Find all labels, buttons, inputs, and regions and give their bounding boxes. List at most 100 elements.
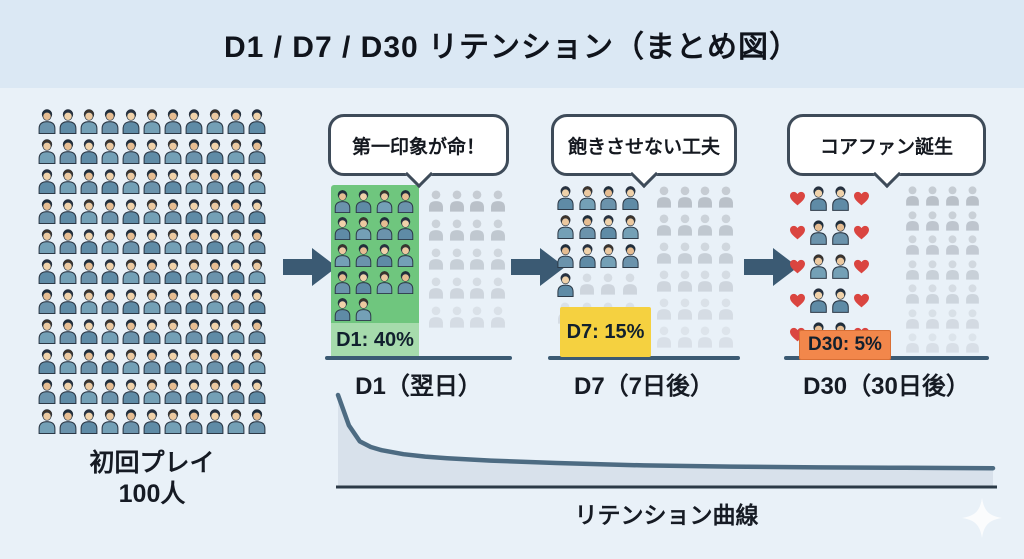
lost-grid-d7	[655, 185, 737, 353]
person-icon	[101, 409, 119, 434]
person-icon	[185, 259, 203, 284]
retained-grid-d7	[556, 185, 642, 330]
person-icon	[101, 289, 119, 314]
person-icon	[164, 379, 182, 404]
person-icon	[579, 273, 594, 295]
person-icon	[143, 229, 161, 254]
person-icon	[248, 139, 266, 164]
person-icon	[601, 273, 615, 295]
heart-icon	[854, 225, 869, 239]
initial-caption: 初回プレイ 100人	[27, 448, 277, 510]
person-icon	[59, 169, 77, 194]
person-icon	[206, 319, 224, 344]
person-icon	[677, 186, 692, 208]
person-icon	[80, 259, 98, 284]
heart-icon	[790, 225, 805, 239]
person-icon	[334, 217, 351, 240]
person-icon	[621, 244, 639, 268]
person-icon	[38, 109, 56, 134]
person-icon	[355, 217, 372, 240]
person-icon	[557, 273, 574, 297]
person-icon	[657, 270, 671, 292]
person-icon	[621, 186, 639, 210]
person-icon	[946, 284, 959, 304]
person-icon	[185, 289, 203, 314]
person-icon	[946, 235, 959, 255]
person-icon	[490, 277, 505, 299]
stage-d1: 第一印象が命！ D1: 40% D1（翌日）	[325, 114, 512, 404]
person-icon	[206, 289, 224, 314]
person-icon	[59, 349, 77, 374]
person-icon	[80, 169, 98, 194]
person-icon	[677, 214, 692, 236]
callout-text-d7: 飽きさせない工夫	[567, 136, 720, 158]
person-icon	[80, 289, 98, 314]
person-icon	[966, 308, 979, 329]
person-icon	[101, 229, 119, 254]
person-icon	[906, 333, 919, 353]
person-icon	[397, 271, 414, 294]
person-icon	[38, 319, 56, 344]
person-icon	[38, 349, 56, 374]
heart-icon	[790, 259, 805, 273]
person-icon	[185, 379, 203, 404]
person-icon	[185, 199, 203, 224]
person-icon	[185, 229, 203, 254]
person-icon	[832, 254, 849, 279]
person-icon	[490, 306, 505, 328]
person-icon	[926, 210, 939, 231]
person-icon	[59, 139, 77, 164]
person-icon	[101, 109, 119, 134]
lost-grid-d1	[427, 189, 509, 334]
stage-d7: 飽きさせない工夫 D7: 15% D7（7日後）	[548, 114, 740, 404]
person-icon	[248, 349, 266, 374]
fan-row	[789, 287, 870, 313]
person-icon	[926, 186, 939, 206]
person-icon	[59, 229, 77, 254]
person-icon	[206, 259, 224, 284]
person-icon	[718, 214, 733, 236]
person-icon	[397, 217, 414, 240]
badge-text-d7: D7: 15%	[566, 320, 645, 343]
person-icon	[227, 349, 245, 374]
person-icon	[578, 215, 596, 239]
heart-icon	[854, 293, 869, 307]
person-icon	[206, 379, 224, 404]
person-icon	[810, 186, 827, 211]
lost-grid-d30	[904, 185, 984, 357]
person-icon	[376, 271, 393, 294]
person-icon	[600, 215, 617, 239]
axis-label-d7: D7（7日後）	[573, 373, 715, 400]
person-icon	[80, 109, 98, 134]
person-icon	[449, 190, 464, 212]
person-icon	[38, 199, 56, 224]
person-icon	[206, 169, 224, 194]
person-icon	[227, 139, 245, 164]
person-icon	[80, 379, 98, 404]
person-icon	[832, 186, 849, 211]
retained-highlight-box-d1: D1: 40%	[331, 185, 419, 357]
person-icon	[906, 186, 919, 206]
person-icon	[657, 326, 671, 348]
person-icon	[164, 109, 182, 134]
person-icon	[490, 219, 505, 241]
person-icon	[59, 379, 77, 404]
retention-badge-d1: D1: 40%	[331, 323, 419, 357]
person-icon	[946, 186, 959, 206]
person-icon	[470, 306, 484, 328]
person-icon	[397, 244, 414, 267]
person-icon	[718, 270, 733, 292]
person-icon	[946, 333, 959, 353]
person-icon	[449, 248, 464, 270]
person-icon	[698, 242, 712, 264]
person-icon	[677, 270, 692, 292]
person-icon	[101, 139, 119, 164]
person-icon	[206, 139, 224, 164]
stage-d30: コアファン誕生 D30: 5% D30（30日後）	[784, 114, 989, 404]
page-title: D1 / D7 / D30 リテンション（まとめ図）	[223, 31, 801, 64]
person-icon	[248, 379, 266, 404]
person-icon	[490, 190, 505, 212]
person-icon	[101, 379, 119, 404]
person-icon	[677, 298, 692, 320]
person-icon	[80, 139, 98, 164]
